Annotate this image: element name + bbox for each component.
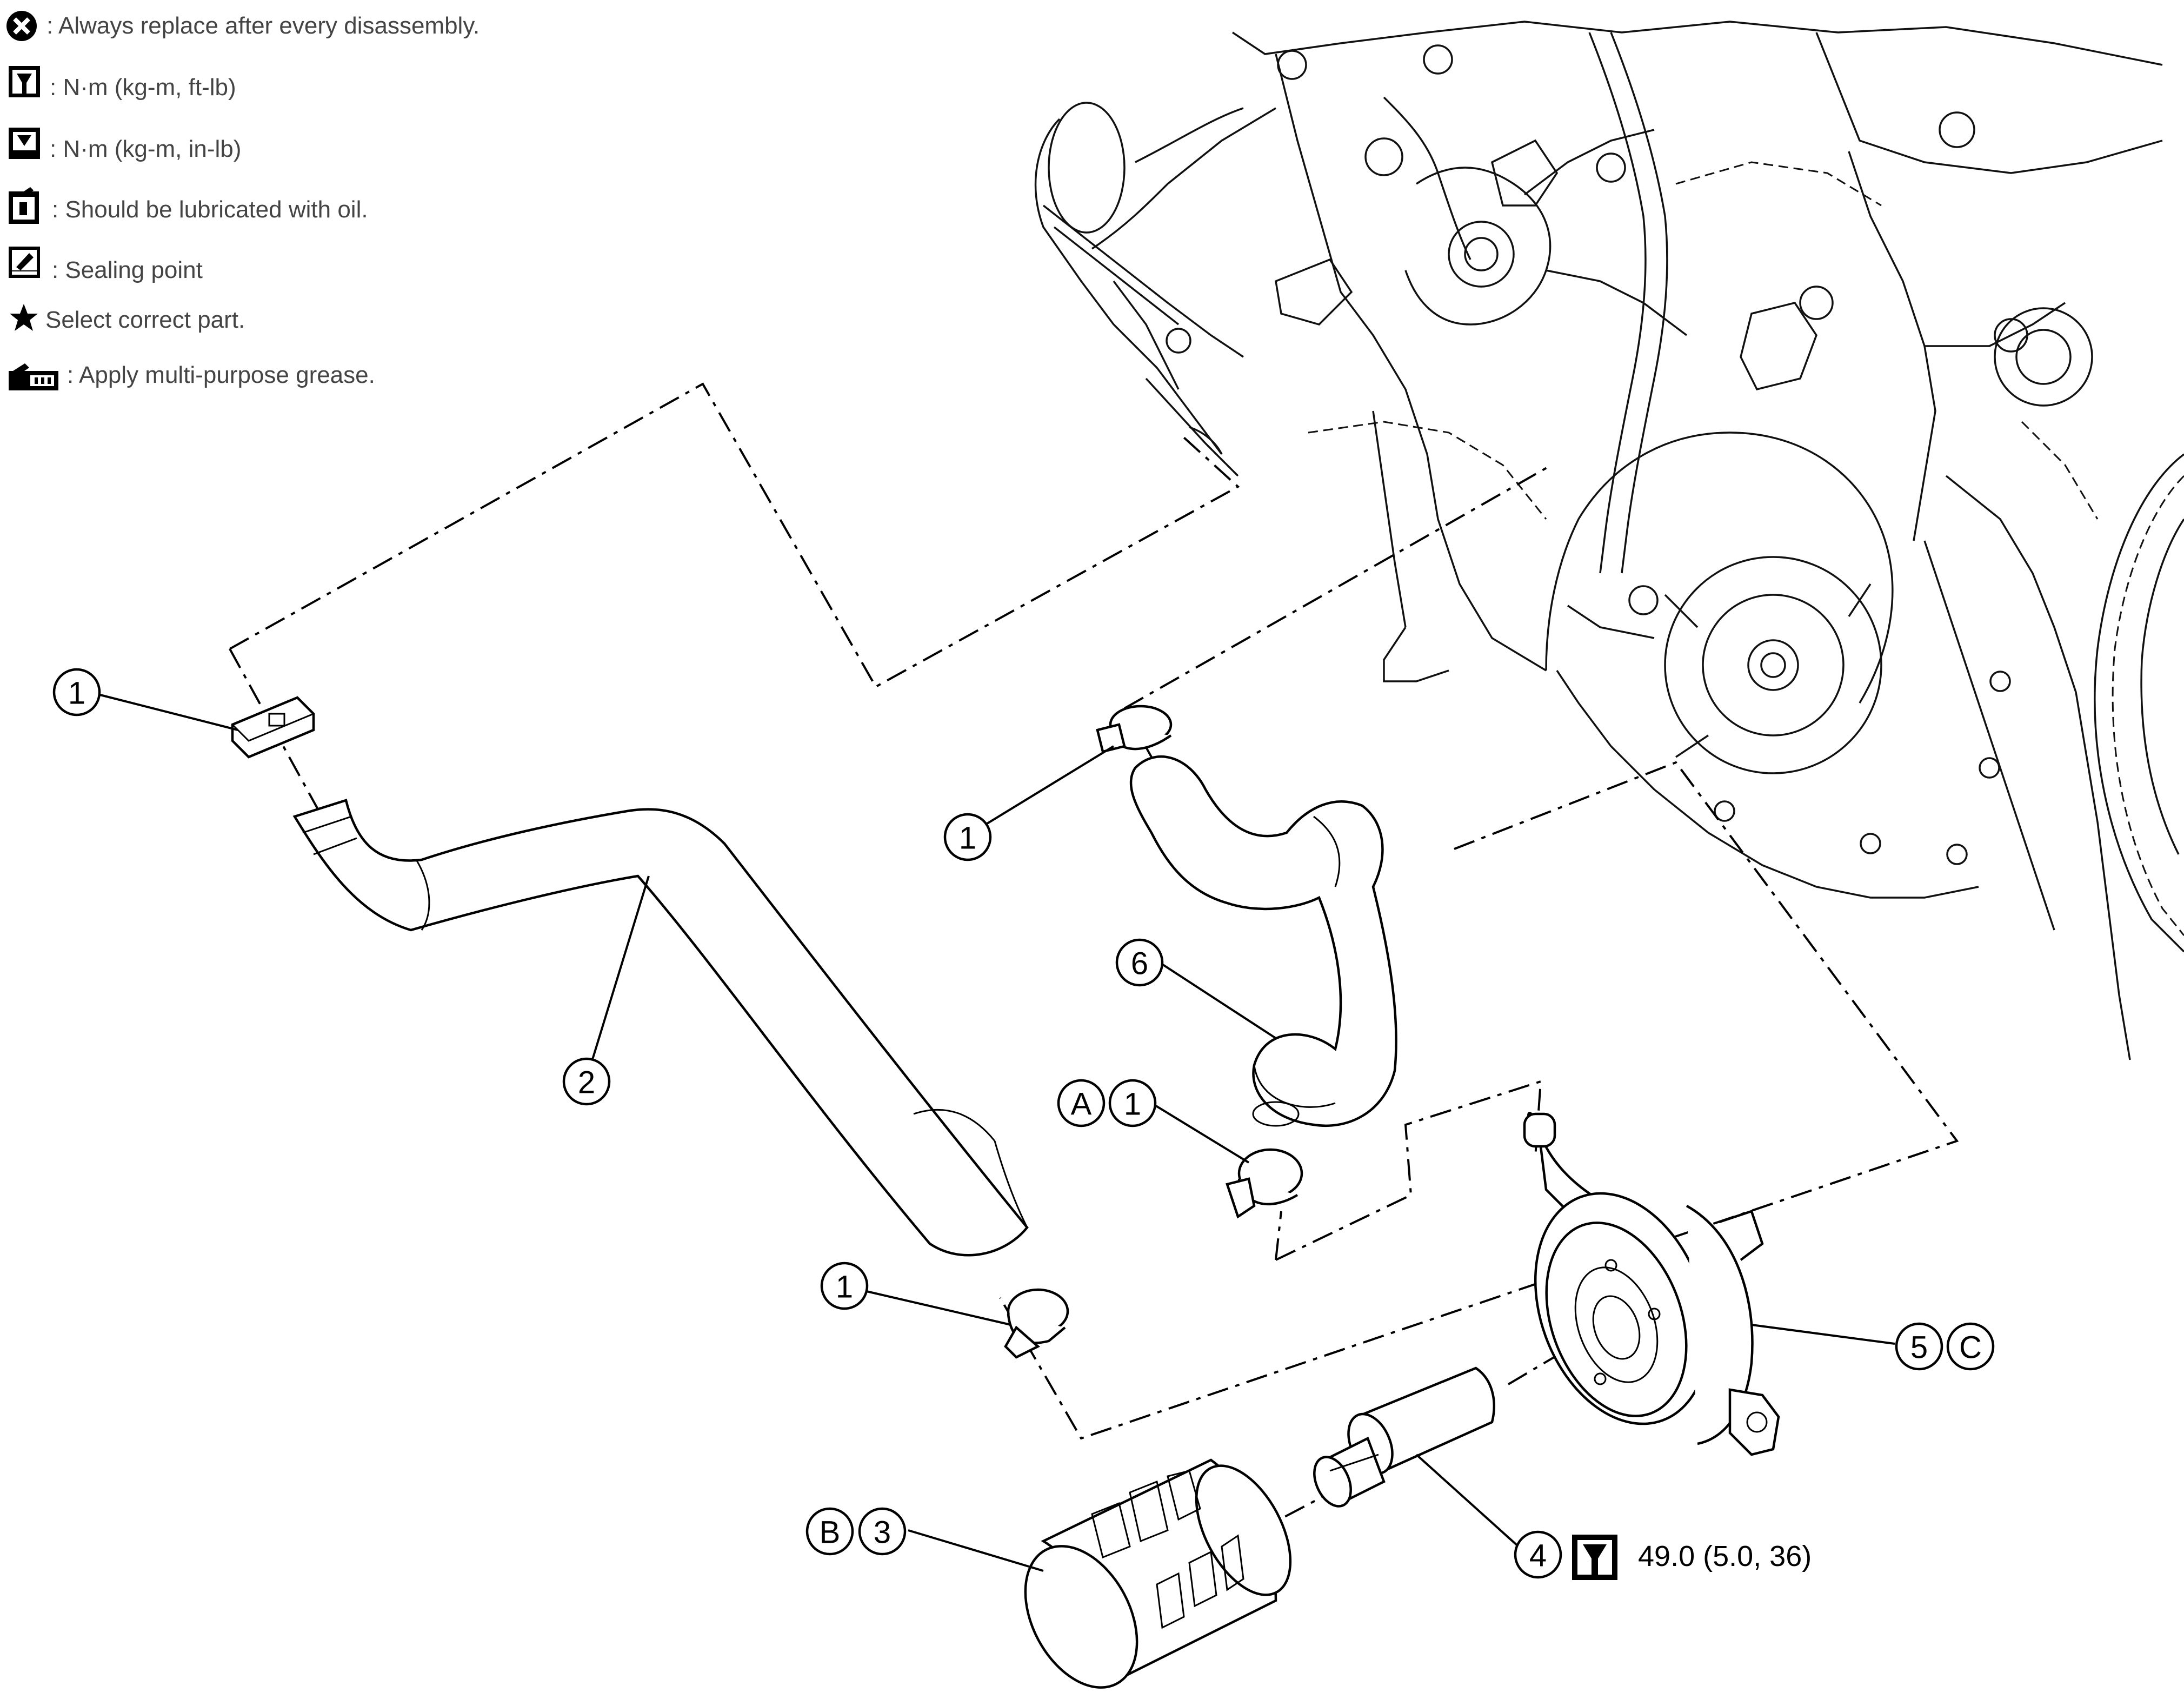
legend-text-lubricate: : Should be lubricated with oil. xyxy=(52,196,368,223)
grease-gun-icon xyxy=(9,363,58,390)
svg-text:2: 2 xyxy=(578,1065,595,1100)
svg-text:C: C xyxy=(1959,1330,1982,1365)
callout-2: 2 xyxy=(562,1057,611,1106)
sealant-icon xyxy=(9,247,40,278)
callout-1-upper-center: 1 xyxy=(943,813,992,861)
connector-bolt-4 xyxy=(1313,1366,1495,1508)
torque-wrench-icon xyxy=(9,66,40,97)
callouts: 1 2 1 6 A 1 1 B xyxy=(52,668,1995,1579)
svg-text:1: 1 xyxy=(959,821,976,856)
callout-3: 3 xyxy=(858,1507,907,1556)
svg-text:4: 4 xyxy=(1529,1538,1547,1574)
clamp-upper-center xyxy=(1096,705,1173,753)
svg-text:5: 5 xyxy=(1910,1330,1928,1365)
callout-1-lower-left: 1 xyxy=(820,1262,869,1310)
legend-text-torque-inlb: : N·m (kg-m, in-lb) xyxy=(50,136,241,162)
svg-text:6: 6 xyxy=(1131,946,1148,981)
svg-text:B: B xyxy=(820,1515,841,1550)
callout-1-center: 1 xyxy=(1108,1079,1157,1127)
callout-6: 6 xyxy=(1115,938,1164,987)
callout-c: C xyxy=(1946,1322,1995,1371)
clamp-upper-left xyxy=(231,696,315,759)
torque-wrench-filled-icon xyxy=(9,128,40,159)
star-icon xyxy=(10,304,38,331)
callout-1-upper-left: 1 xyxy=(52,668,101,716)
callout-4: 4 xyxy=(1514,1530,1562,1579)
leader-lines xyxy=(99,694,1895,1572)
clamp-center-a xyxy=(1226,1148,1303,1219)
legend-text-replace: : Always replace after every disassembly… xyxy=(46,12,480,39)
oil-filter-3 xyxy=(1024,1458,1292,1689)
torque-wrench-icon xyxy=(1572,1535,1617,1580)
legend: : Always replace after every disassembly… xyxy=(6,11,480,390)
callout-b: B xyxy=(805,1507,854,1556)
torque-spec: 49.0 (5.0, 36) xyxy=(1572,1535,1812,1580)
torque-value: 49.0 (5.0, 36) xyxy=(1638,1540,1812,1572)
oil-cooler-5 xyxy=(1523,1111,1780,1456)
oil-can-icon xyxy=(9,187,39,224)
legend-text-sealing: : Sealing point xyxy=(52,257,203,283)
clamp-lower-left xyxy=(1004,1288,1069,1359)
svg-text:3: 3 xyxy=(874,1515,891,1550)
svg-text:1: 1 xyxy=(836,1270,853,1305)
legend-text-select-part: Select correct part. xyxy=(45,307,245,333)
svg-text:1: 1 xyxy=(68,676,85,711)
engine-assembly xyxy=(1034,21,2184,1060)
x-circle-icon xyxy=(6,11,37,41)
hose-2 xyxy=(292,799,1029,1257)
legend-text-grease: : Apply multi-purpose grease. xyxy=(67,362,375,388)
hose-6 xyxy=(1129,755,1397,1127)
callout-5: 5 xyxy=(1895,1322,1943,1371)
svg-text:A: A xyxy=(1071,1087,1092,1122)
svg-text:1: 1 xyxy=(1124,1087,1141,1122)
callout-a: A xyxy=(1057,1079,1106,1127)
legend-text-torque-ftlb: : N·m (kg-m, ft-lb) xyxy=(50,74,236,101)
